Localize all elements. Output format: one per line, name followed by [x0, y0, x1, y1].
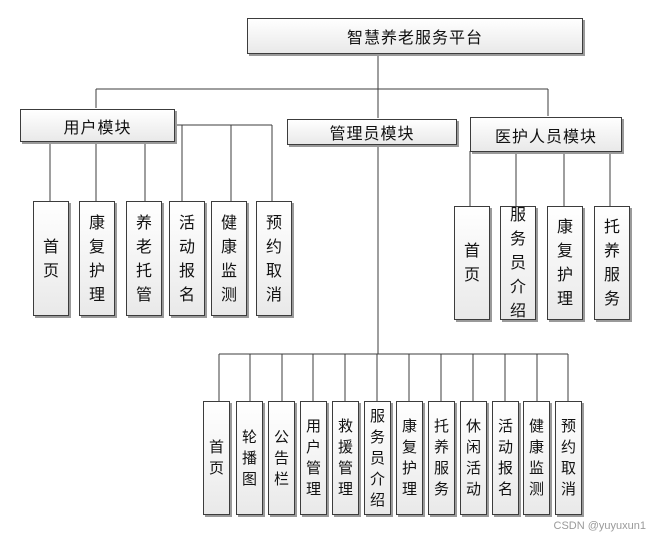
- user-child-node: 康复护理: [79, 201, 115, 316]
- admin-module-node: 管理员模块: [287, 119, 457, 145]
- medical-child-node: 康复护理: [547, 206, 583, 320]
- user-child-label: 健康监测: [220, 212, 237, 304]
- medical-child-node: 服务员介绍: [500, 205, 536, 320]
- user-child-label: 预约取消: [265, 212, 282, 304]
- admin-child-node: 活动报名: [492, 401, 519, 515]
- admin-child-node: 救援管理: [332, 401, 359, 515]
- user-child-node: 养老托管: [126, 201, 162, 316]
- admin-child-node: 托养服务: [428, 401, 455, 515]
- admin-child-label: 预约取消: [560, 417, 576, 498]
- root-node: 智慧养老服务平台: [247, 18, 583, 54]
- admin-child-label: 首页: [208, 438, 224, 477]
- admin-child-node: 休闲活动: [460, 401, 487, 515]
- medical-child-node: 首页: [454, 206, 490, 320]
- medical-child-label: 首页: [463, 241, 480, 284]
- medical-child-label: 康复护理: [556, 217, 573, 308]
- root-node-label: 智慧养老服务平台: [346, 28, 483, 47]
- admin-child-node: 首页: [203, 401, 230, 515]
- admin-child-node: 康复护理: [396, 401, 423, 515]
- user-child-label: 首页: [42, 236, 59, 280]
- user-module-label: 用户模块: [63, 117, 132, 137]
- admin-child-node: 健康监测: [523, 401, 550, 515]
- user-child-label: 康复护理: [88, 212, 105, 304]
- admin-child-node: 用户管理: [300, 401, 327, 515]
- admin-child-label: 服务员介绍: [369, 406, 385, 509]
- admin-child-label: 托养服务: [433, 417, 449, 498]
- user-module-node: 用户模块: [20, 109, 175, 142]
- admin-child-label: 康复护理: [401, 417, 417, 498]
- user-child-node: 健康监测: [211, 201, 247, 316]
- admin-child-label: 公告栏: [273, 427, 289, 488]
- admin-child-label: 轮播图: [241, 427, 257, 488]
- admin-child-label: 救援管理: [337, 417, 353, 498]
- user-child-node: 活动报名: [169, 201, 205, 316]
- user-child-node: 预约取消: [256, 201, 292, 316]
- admin-child-label: 休闲活动: [465, 417, 481, 498]
- admin-child-node: 轮播图: [236, 401, 263, 515]
- admin-module-label: 管理员模块: [329, 124, 415, 143]
- admin-child-node: 预约取消: [555, 401, 582, 515]
- user-child-label: 活动报名: [178, 212, 195, 304]
- user-child-label: 养老托管: [135, 212, 152, 304]
- admin-child-label: 用户管理: [305, 417, 321, 498]
- user-child-node: 首页: [33, 201, 69, 316]
- medical-module-label: 医护人员模块: [494, 126, 597, 146]
- medical-child-label: 托养服务: [603, 217, 620, 308]
- admin-child-node: 服务员介绍: [364, 401, 391, 515]
- medical-child-node: 托养服务: [594, 206, 630, 320]
- medical-module-node: 医护人员模块: [470, 117, 622, 152]
- admin-child-node: 公告栏: [268, 401, 295, 515]
- admin-child-label: 健康监测: [528, 417, 544, 498]
- admin-child-label: 活动报名: [497, 417, 513, 498]
- watermark: CSDN @yuyuxun1: [553, 520, 646, 532]
- medical-child-label: 服务员介绍: [509, 205, 526, 320]
